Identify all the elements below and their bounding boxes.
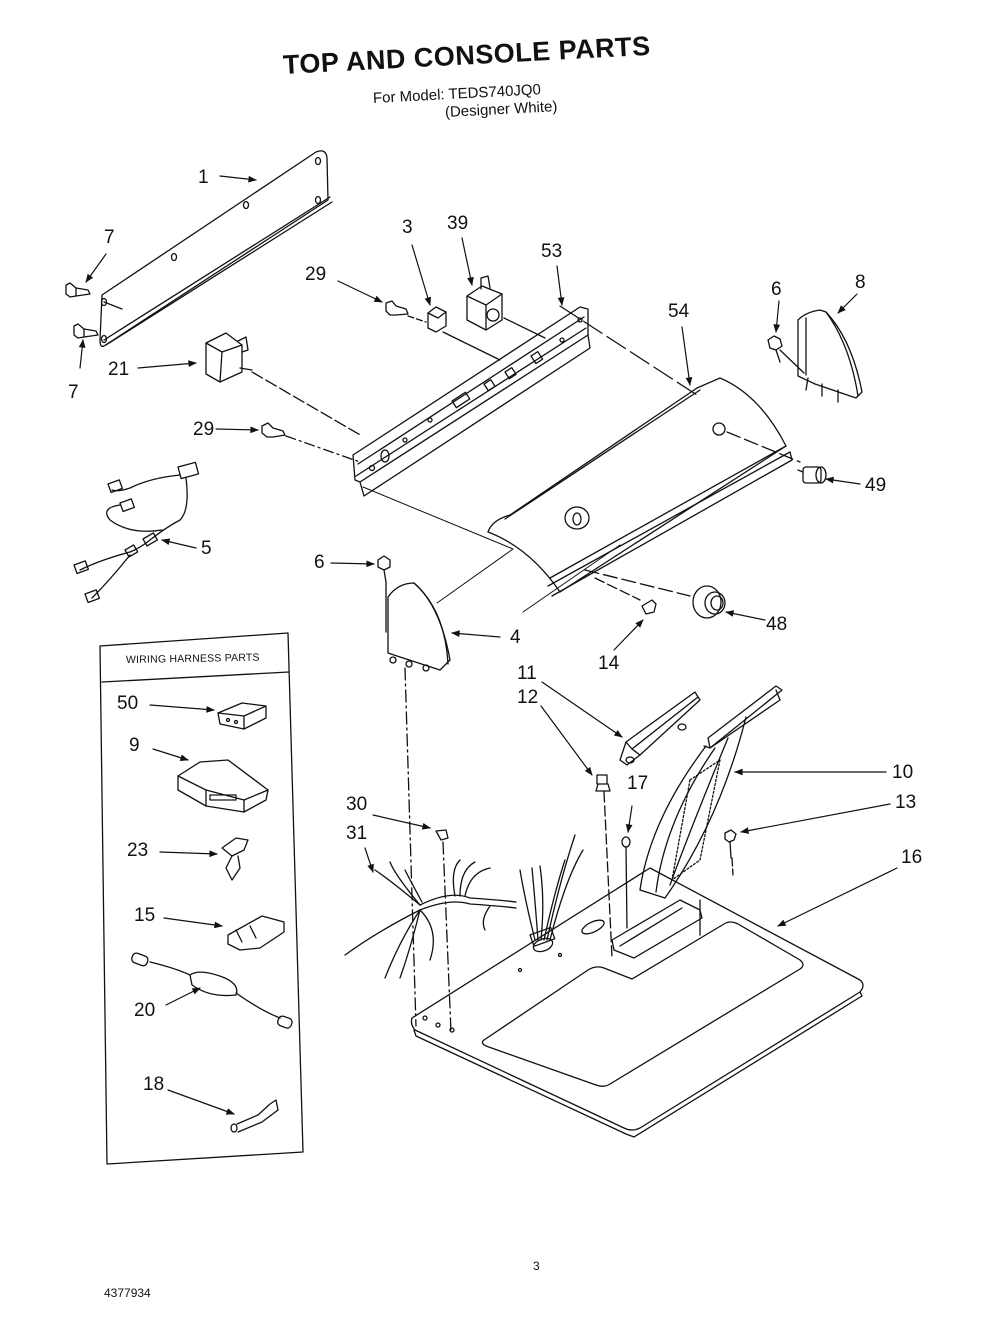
callout-3: 3 <box>402 217 413 238</box>
part-11-lint-screen-frame <box>619 691 701 766</box>
part-7-screw <box>73 323 99 339</box>
callout-11: 11 <box>517 663 537 684</box>
callout-1: 1 <box>198 167 209 188</box>
callout-48: 48 <box>766 614 788 635</box>
part-9-connector-block <box>177 759 269 813</box>
callout-7: 7 <box>68 382 79 403</box>
part-30-clip <box>435 829 452 1033</box>
part-6-screw <box>377 555 391 633</box>
callout-12: 12 <box>517 687 539 708</box>
callout-30: 30 <box>346 794 368 815</box>
part-48-knob <box>692 585 726 619</box>
part-4-end-cap <box>387 582 451 1027</box>
construction-lines <box>362 486 621 613</box>
callout-10: 10 <box>892 762 914 783</box>
callout-13: 13 <box>895 792 917 813</box>
part-29-screw <box>385 300 409 316</box>
wiring-harness-box-title: WIRING HARNESS PARTS <box>125 651 260 666</box>
document-number: 4377934 <box>104 1286 151 1300</box>
callout-53: 53 <box>541 241 563 262</box>
callout-29: 29 <box>193 419 215 440</box>
part-12-switch <box>595 774 613 958</box>
callout-21: 21 <box>108 359 130 380</box>
page-number: 3 <box>533 1259 540 1273</box>
part-20-fuse-link <box>131 952 293 1029</box>
callout-17: 17 <box>627 773 649 794</box>
callout-20: 20 <box>134 1000 156 1021</box>
part-16-top-panel <box>410 867 864 1138</box>
part-15-connector <box>227 915 285 951</box>
part-21-switch <box>205 332 363 437</box>
callout-29: 29 <box>305 264 327 285</box>
wiring-harness-parts-box <box>99 632 304 1165</box>
part-17-plug <box>621 836 631 929</box>
callout-6: 6 <box>314 552 325 573</box>
part-10-lint-duct <box>639 685 783 936</box>
part-23-clip <box>221 837 249 881</box>
callout-23: 23 <box>127 840 149 861</box>
callout-8: 8 <box>855 272 866 293</box>
part-18-terminal <box>230 1099 279 1133</box>
part-5-wire-harness <box>73 461 200 604</box>
callout-15: 15 <box>134 905 156 926</box>
part-8-end-cap <box>797 309 863 403</box>
callout-16: 16 <box>901 847 923 868</box>
part-14-screw <box>641 599 657 615</box>
callout-arrows <box>78 175 898 1115</box>
callout-4: 4 <box>510 627 521 648</box>
callout-49: 49 <box>865 475 887 496</box>
callout-7: 7 <box>104 227 115 248</box>
callout-5: 5 <box>201 538 212 559</box>
callout-31: 31 <box>346 823 368 844</box>
part-6-screw <box>767 335 805 374</box>
callout-14: 14 <box>598 653 620 674</box>
callout-39: 39 <box>447 213 469 234</box>
part-1-rear-panel <box>99 150 333 348</box>
part-13-screw <box>724 829 737 876</box>
part-39-switch <box>466 275 546 339</box>
part-50-connector <box>217 702 267 730</box>
callout-54: 54 <box>668 301 690 322</box>
callout-9: 9 <box>129 735 140 756</box>
part-49-knob <box>797 466 827 484</box>
part-53-console-bracket <box>352 306 591 497</box>
part-3-bracket <box>407 306 501 361</box>
part-54-console <box>487 305 801 601</box>
part-7-screw <box>65 282 91 298</box>
callout-50: 50 <box>117 693 139 714</box>
part-31-wire-harness <box>344 834 584 979</box>
part-29-screw <box>261 422 361 463</box>
callout-18: 18 <box>143 1074 165 1095</box>
callout-6: 6 <box>771 279 782 300</box>
